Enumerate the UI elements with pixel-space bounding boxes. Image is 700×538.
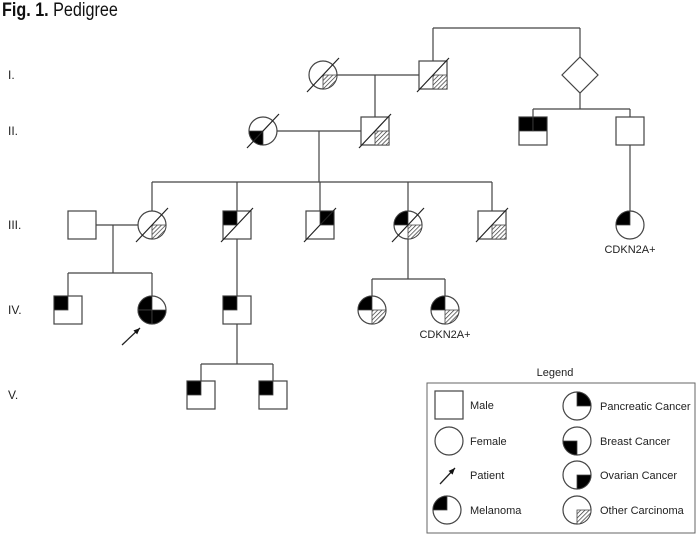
breast-quadrant	[562, 440, 578, 456]
melanoma-quadrant	[137, 295, 153, 311]
melanoma-quadrant	[258, 380, 274, 396]
relationship-lines	[67, 27, 631, 381]
other-quadrant	[432, 74, 448, 90]
legend-box	[426, 382, 696, 534]
other-quadrant	[491, 224, 507, 240]
deceased-slash	[358, 113, 392, 149]
legend-label: Breast Cancer	[600, 436, 671, 448]
melanoma-quadrant	[53, 295, 69, 311]
legend-label: Patient	[470, 470, 504, 482]
ovarian-quadrant	[151, 309, 167, 325]
individual-iii-1	[67, 210, 97, 240]
individual-i-2	[416, 57, 450, 93]
deceased-slash	[306, 57, 340, 93]
other-quadrant	[151, 224, 167, 240]
individual-ii-1	[246, 113, 280, 149]
individual-iii-3	[220, 207, 254, 243]
melanoma-quadrant	[432, 495, 448, 511]
individual-iii-5	[391, 207, 425, 243]
individual-iv-2	[137, 295, 167, 325]
legend-label: Male	[470, 400, 494, 412]
legend-label: Melanoma	[470, 505, 522, 517]
patient-arrow-icon	[439, 467, 456, 485]
generation-label: I.	[8, 68, 15, 82]
individuals: CDKN2A+ CDKN2A+	[53, 56, 656, 410]
individual-iii-7	[615, 210, 645, 240]
female-circle	[434, 426, 464, 456]
individual-iv-4	[357, 295, 387, 325]
melanoma-quadrant	[615, 210, 631, 226]
individual-i-1	[306, 57, 340, 93]
deceased-slash	[475, 207, 509, 243]
legend-title: Legend	[537, 367, 574, 379]
deceased-slash	[135, 207, 169, 243]
melanoma-quadrant	[222, 210, 238, 226]
melanoma-quadrant	[222, 295, 238, 311]
other-quadrant	[322, 74, 338, 90]
legend-breast-symbol	[562, 426, 592, 456]
legend-label: Pancreatic Cancer	[600, 401, 691, 413]
melanoma-quadrant	[393, 210, 409, 226]
arrow-head	[133, 328, 140, 335]
deceased-slash	[416, 57, 450, 93]
individual-ii-2	[358, 113, 392, 149]
legend-ovarian-symbol	[562, 460, 592, 490]
other-quadrant	[371, 309, 387, 325]
melanoma-quadrant	[357, 295, 373, 311]
legend-melanoma-symbol	[432, 495, 462, 525]
deceased-slash	[303, 207, 337, 243]
male-square	[67, 210, 97, 240]
arrow-head	[448, 468, 455, 475]
other-quadrant	[444, 309, 460, 325]
breast-quadrant	[137, 309, 153, 325]
legend-female-symbol	[434, 426, 464, 456]
generation-label: III.	[8, 218, 21, 232]
genetic-test-label: CDKN2A+	[604, 244, 655, 256]
pancreatic-quadrant	[576, 391, 592, 407]
male-square	[615, 116, 645, 146]
other-quadrant	[576, 509, 592, 525]
individual-v-1	[186, 380, 216, 410]
individual-ii-4	[615, 116, 645, 146]
pancreatic-quadrant	[532, 116, 548, 132]
legend-male-symbol	[434, 390, 464, 420]
other-quadrant	[374, 130, 390, 146]
legend-other-symbol	[562, 495, 592, 525]
ovarian-quadrant	[576, 474, 592, 490]
individual-iii-4	[303, 207, 337, 243]
legend-label: Female	[470, 436, 507, 448]
individual-iv-3	[222, 295, 252, 325]
generation-label: II.	[8, 124, 18, 138]
individual-iv-5	[430, 295, 460, 325]
individual-v-2	[258, 380, 288, 410]
deceased-slash	[220, 207, 254, 243]
legend-pancreatic-symbol	[562, 391, 592, 421]
deceased-slash	[246, 113, 280, 149]
other-quadrant	[407, 224, 423, 240]
unknown-sex-diamond	[561, 56, 599, 94]
figure-number: Fig. 1.	[2, 0, 49, 21]
genetic-test-label: CDKN2A+	[419, 329, 470, 341]
individual-iii-6	[475, 207, 509, 243]
melanoma-quadrant	[430, 295, 446, 311]
generation-labels: I. II. III. IV. V.	[8, 68, 22, 402]
melanoma-quadrant	[186, 380, 202, 396]
individual-iii-2	[135, 207, 169, 243]
generation-label: V.	[8, 388, 18, 402]
patient-arrow-icon	[121, 327, 141, 346]
individual-ii-3	[518, 116, 548, 146]
individual-i-3	[561, 56, 599, 94]
legend-label: Ovarian Cancer	[600, 470, 677, 482]
melanoma-quadrant	[518, 116, 534, 132]
figure-caption: Pedigree	[48, 0, 118, 21]
individual-iv-1	[53, 295, 83, 325]
figure-title: Fig. 1. Pedigree	[2, 0, 118, 22]
male-square	[434, 390, 464, 420]
deceased-slash	[391, 207, 425, 243]
legend-label: Other Carcinoma	[600, 505, 685, 517]
generation-label: IV.	[8, 303, 22, 317]
